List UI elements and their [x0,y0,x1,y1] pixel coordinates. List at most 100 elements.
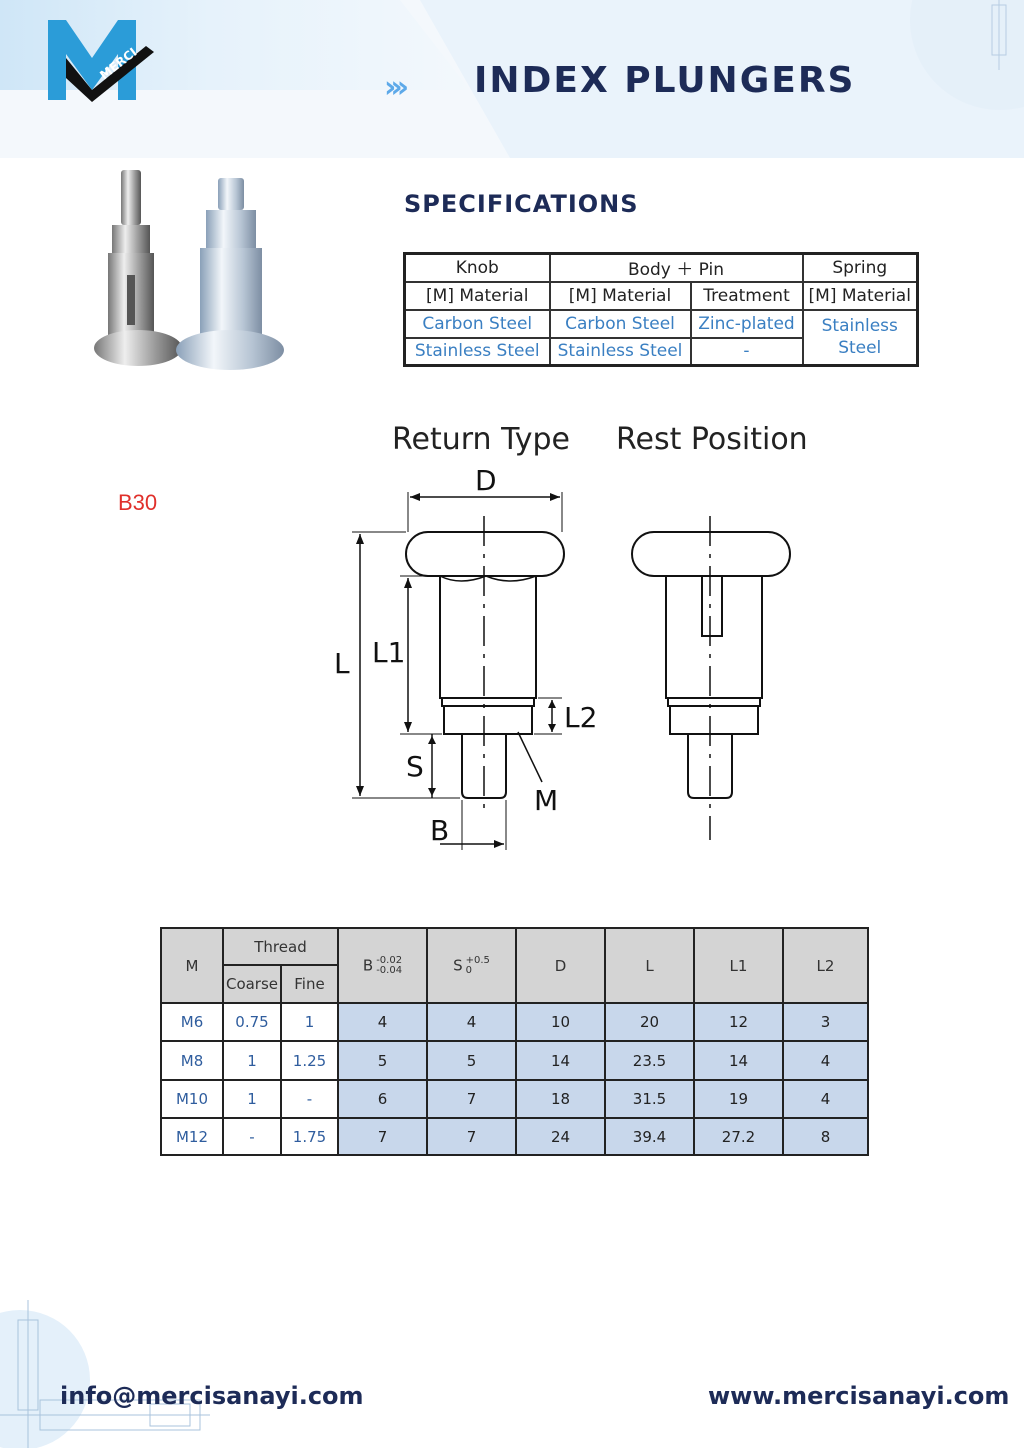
technical-drawing: D L L1 L2 S M B [334,470,791,850]
table-row: Stainless Steel Stainless Steel - [403,336,918,367]
treatment-subheader: Treatment [689,280,804,311]
cell-coarse: 0.75 [222,1002,282,1042]
dim-label-l: L [334,647,350,680]
cell-m: M10 [160,1079,224,1119]
header-m: M [160,927,224,1004]
cell-l: 23.5 [604,1040,695,1081]
knob-material-subheader: [M] Material [403,280,551,311]
cell-b: 5 [337,1040,428,1081]
rest-position-title: Rest Position [616,422,808,457]
table-row: M10 1 - 6 7 18 31.5 19 4 [160,1079,869,1119]
header-l1: L1 [693,927,784,1004]
dim-label-d: D [475,470,497,497]
specifications-heading: SPECIFICATIONS [404,190,639,218]
table-row: [M] Material [M] Material Treatment [M] … [403,280,919,311]
header-b-tolerance: -0.02-0.04 [376,954,403,976]
header-d: D [515,927,606,1004]
specifications-table: Knob Body ＋ Pin Spring [M] Material [M] … [403,252,919,367]
cell-coarse: 1 [222,1040,282,1081]
tolerance-bottom: 0 [465,964,472,976]
cell-fine: - [280,1079,339,1119]
tolerance-top: +0.5 [465,954,490,966]
cell-m: M12 [160,1117,224,1156]
cell-l: 31.5 [604,1079,695,1119]
header-b: B-0.02-0.04 [337,927,428,1004]
table-row: Coarse Fine [161,964,868,1004]
cell-l: 39.4 [604,1117,695,1156]
treatment-value: - [689,336,804,367]
page-title: INDEX PLUNGERS [474,60,856,101]
cell-l2: 4 [782,1079,869,1119]
footer-website-link[interactable]: www.mercisanayi.com [708,1382,1010,1410]
spring-material-value: Stainless Steel [801,308,919,367]
cell-d: 10 [515,1002,606,1042]
dim-label-b: B [430,814,449,847]
spring-material-line: Stainless [821,316,898,337]
cell-s: 7 [426,1117,517,1156]
cell-coarse: - [222,1117,282,1156]
header-b-label: B [362,956,374,974]
body-pin-header: Body ＋ Pin [548,252,804,283]
header-s-label: S [453,956,463,974]
dim-label-l1: L1 [372,636,405,669]
dim-label-m: M [534,784,558,817]
dim-label-s: S [406,750,424,783]
treatment-value: Zinc-plated [689,308,804,339]
corner-decoration [0,1300,210,1448]
header-l2: L2 [782,927,869,1004]
cell-l1: 14 [693,1040,784,1081]
cell-b: 6 [337,1079,428,1119]
header-thread: Thread [222,927,339,966]
cell-l1: 12 [693,1002,784,1042]
corner-decoration [910,0,1024,110]
cell-fine: 1.25 [280,1040,339,1081]
table-row: M12 - 1.75 7 7 24 39.4 27.2 8 [160,1117,869,1156]
cell-l2: 4 [782,1040,869,1081]
table-row: Knob Body ＋ Pin Spring [403,252,919,283]
cell-l: 20 [604,1002,695,1042]
cell-l2: 3 [782,1002,869,1042]
cell-fine: 1 [280,1002,339,1042]
body-material-subheader: [M] Material [548,280,692,311]
spring-material-subheader: [M] Material [801,280,919,311]
cell-fine: 1.75 [280,1117,339,1156]
tolerance-top: -0.02 [376,954,403,966]
knob-material-value: Stainless Steel [403,336,551,367]
cell-m: M6 [160,1002,224,1042]
table-row: Carbon Steel Carbon Steel Zinc-plated St… [403,308,919,367]
product-photo [94,170,284,370]
cell-d: 24 [515,1117,606,1156]
model-code: B30 [118,490,158,515]
dim-label-l2: L2 [564,701,597,734]
cell-l2: 8 [782,1117,869,1156]
return-type-title: Return Type [392,422,570,457]
merci-logo: MERCI [48,20,154,102]
header-l: L [604,927,695,1004]
cell-coarse: 1 [222,1079,282,1119]
cell-s: 7 [426,1079,517,1119]
table-row: M8 1 1.25 5 5 14 23.5 14 4 [160,1040,869,1081]
cell-m: M8 [160,1040,224,1081]
header-fine: Fine [280,964,339,1004]
table-row: M6 0.75 1 4 4 10 20 12 3 [160,1002,869,1042]
cell-l1: 27.2 [693,1117,784,1156]
cell-s: 5 [426,1040,517,1081]
knob-header: Knob [403,252,551,283]
cell-s: 4 [426,1002,517,1042]
footer-email-link[interactable]: info@mercisanayi.com [60,1382,364,1410]
cell-b: 4 [337,1002,428,1042]
spring-material-line: Steel [838,338,882,359]
title-arrows-icon: ››› [384,70,409,105]
cell-d: 14 [515,1040,606,1081]
body-material-value: Carbon Steel [548,308,692,339]
header-coarse: Coarse [222,964,282,1004]
cell-l1: 19 [693,1079,784,1119]
knob-material-value: Carbon Steel [403,308,551,339]
cell-d: 18 [515,1079,606,1119]
body-material-value: Stainless Steel [548,336,692,367]
spring-header: Spring [801,252,919,283]
